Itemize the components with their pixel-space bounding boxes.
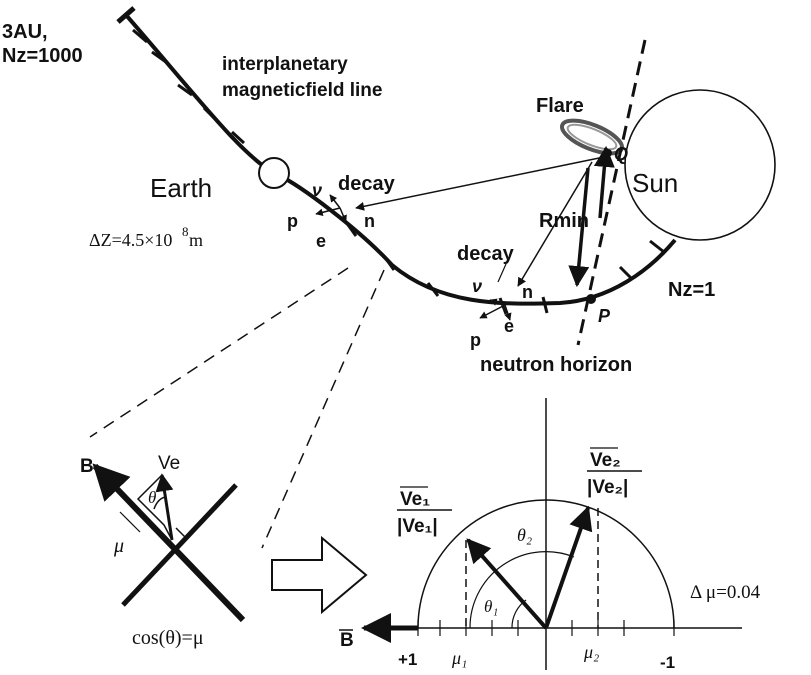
e1-label: e (316, 231, 326, 251)
mu-small-label: μ (113, 535, 124, 557)
nz-top-label: Nz=1000 (2, 45, 83, 67)
q-label: Q (614, 144, 628, 164)
mu1-label: μ₁ (451, 648, 467, 668)
b-vector-label: B (80, 456, 94, 477)
theta2-arc (469, 551, 575, 629)
theta2-label: θ₂ (517, 525, 532, 545)
nu1-label: ν (312, 180, 322, 200)
decay2-e-arrow (504, 304, 512, 321)
imf-label-line1: interplanetary (222, 54, 348, 75)
tick-1 (132, 28, 148, 44)
tick-11 (618, 265, 634, 281)
nu2-label: ν (472, 276, 482, 296)
ve-arrow (155, 473, 174, 541)
field-line-group (116, 6, 776, 346)
flare-label: Flare (536, 95, 584, 117)
local-geometry (92, 463, 246, 623)
decay2-nu-arrow (489, 298, 506, 306)
ve1-vector (466, 538, 548, 630)
delta-z-exponent: 8 (182, 224, 189, 239)
ve-label: Ve (158, 453, 180, 474)
neutron-path-arrow-2 (517, 161, 593, 287)
n2-label: n (522, 282, 533, 302)
nz-bottom-label: Nz=1 (668, 279, 715, 301)
decay1-e-arrow (339, 207, 347, 223)
flare-loop-inner (566, 123, 618, 151)
decay1-p-arrow (315, 207, 341, 217)
field-line-ticks (132, 28, 665, 315)
tick-7 (382, 255, 396, 271)
neutron-horizon-label: neutron horizon (480, 354, 632, 376)
ve2-numerator: Ve₂ (590, 450, 621, 471)
minus-one-label: -1 (660, 653, 675, 672)
decay1-nu-arrow (329, 194, 341, 209)
tick-5 (230, 130, 246, 145)
pitch-angle-labels: Ve₁ |Ve₁| Ve₂ |Ve₂| θ₂ θ₁ Δ μ=0.04 B +1 … (340, 450, 761, 672)
neutron-path-arrow-1 (355, 156, 605, 211)
delta-z-unit: m (189, 230, 203, 250)
ve2-denominator: |Ve₂| (587, 477, 628, 498)
b-field-bar (92, 463, 246, 623)
tick-3 (177, 83, 193, 97)
b-bar-label: B (340, 630, 354, 651)
sun-label: Sun (632, 168, 678, 198)
sun-disk (624, 89, 776, 241)
zoom-line-right (261, 269, 385, 549)
theta-arc (153, 496, 167, 510)
projection-box (136, 474, 173, 541)
decay1-label: decay (338, 173, 396, 195)
e2-label: e (504, 316, 514, 336)
mu-axis-ticks (417, 620, 675, 636)
tick-6 (344, 221, 358, 237)
rmin-label: Rmin (539, 210, 589, 232)
tick-2 (151, 50, 167, 64)
delta-mu-label: Δ μ=0.04 (690, 582, 761, 603)
cos-equation: cos(θ)=μ (132, 627, 204, 649)
p1-label: p (287, 211, 298, 231)
rmin-back-arrow (593, 145, 615, 219)
zoom-line-left (89, 267, 349, 438)
mu2-label: μ₂ (583, 642, 599, 662)
local-labels: B Ve θ μ cos(θ)=μ (80, 453, 204, 649)
au-label: 3AU, (2, 21, 48, 43)
ve1-denominator: |Ve₁| (397, 516, 438, 537)
n1-label: n (364, 211, 375, 231)
outer-semicircle (417, 499, 675, 629)
tick-8 (426, 282, 440, 297)
tick-10 (541, 296, 549, 314)
ve1-numerator: Ve₁ (400, 489, 430, 510)
p2-label: p (470, 330, 481, 350)
decay2-leader (497, 263, 507, 283)
earth-label: Earth (150, 173, 212, 203)
p-point-dot (586, 294, 596, 304)
top-labels: 3AU, Nz=1000 interplanetary magneticfiel… (2, 21, 715, 376)
right-angle (175, 527, 187, 539)
tick-4 (202, 106, 218, 122)
neutron-horizon-line (576, 39, 647, 346)
p-point-label: P (598, 306, 611, 326)
pitch-angle-diagram (339, 398, 742, 670)
theta1-label: θ₁ (484, 597, 498, 616)
decay2-p-arrow (479, 304, 506, 319)
earth-disk (258, 157, 290, 189)
plus-one-label: +1 (398, 650, 417, 669)
tick-12 (649, 239, 665, 254)
theta-label: θ (148, 488, 156, 507)
transform-hollow-arrow (271, 535, 368, 615)
imf-label-line2: magneticfield line (222, 80, 382, 101)
ve2-vector (544, 505, 593, 629)
mu-bracket (119, 511, 141, 533)
delta-z-main: ΔZ=4.5×10 (89, 230, 172, 250)
q-point (604, 149, 612, 157)
decay2-label: decay (457, 243, 515, 265)
rmin-arrow (568, 167, 590, 288)
cross-bar (121, 483, 238, 607)
delta-z-label: ΔZ=4.5×10 8 m (89, 224, 203, 250)
field-line-end-cap (116, 6, 136, 24)
